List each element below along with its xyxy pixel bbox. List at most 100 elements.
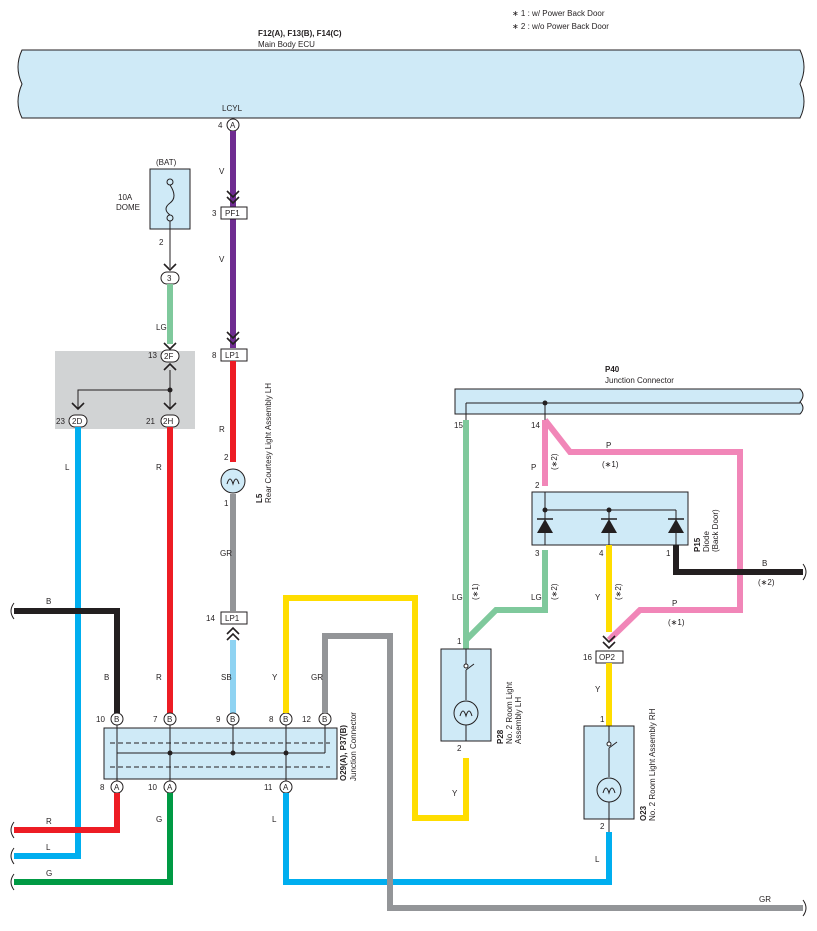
wire-y-p15-star: (∗2) [614, 583, 623, 600]
wire-lg-fuse-label: LG [156, 323, 167, 332]
ecu-box [17, 49, 805, 119]
wire-r-bottom [14, 793, 120, 833]
chevron-2d [71, 402, 85, 411]
j2d-pin: 23 [56, 417, 65, 426]
ecu-pin: 4 [218, 121, 223, 130]
jc-code: O29(A), P37(B) [339, 725, 348, 781]
jc-bot-pin-3-code: A [283, 783, 289, 792]
wire-gr-jc [322, 633, 803, 911]
wire-g-bottom [14, 793, 173, 885]
chevron-op2 [602, 635, 616, 650]
p28-pin2: 2 [457, 744, 462, 753]
ecu-connectors: F12(A), F13(B), F14(C) [258, 29, 342, 38]
wire-y-o23-label: Y [595, 685, 601, 694]
wire-lg-p15-label: LG [531, 593, 542, 602]
p28-lamp-icon [453, 700, 479, 726]
jc-bot-pin-2-code: A [167, 783, 173, 792]
p15-name2: (Back Door) [711, 509, 720, 552]
fuse-conn-code: 3 [167, 274, 172, 283]
o23-pin2: 2 [600, 822, 605, 831]
wire-g-bottom-label-2: G [46, 869, 52, 878]
wire-y-jc-p28 [283, 595, 469, 821]
o23-lamp-icon [596, 777, 622, 803]
l5-pin-bottom: 1 [224, 499, 229, 508]
wire-l-left-label: L [65, 463, 70, 472]
jc-name: Junction Connector [349, 712, 358, 781]
wire-b-p15-label: B [762, 559, 767, 568]
j2d-code: 2D [72, 417, 82, 426]
jc-dash-1 [110, 742, 330, 768]
p40-box [454, 388, 804, 415]
wire-gr-lp1-label: GR [220, 549, 232, 558]
p28-filament [459, 710, 473, 741]
chevron-pf1 [226, 190, 240, 205]
jc-top-pin-5-code: B [322, 715, 327, 724]
wire-l-o23-label: L [595, 855, 600, 864]
p28-pin1: 1 [457, 637, 462, 646]
wire-b-p15 [673, 545, 803, 575]
fuse-rating: 10A [118, 193, 133, 202]
ecu-pin-code: A [230, 121, 236, 130]
l5-filament [226, 478, 240, 486]
wire-y-p28-label: Y [452, 789, 458, 798]
wire-lg-p15-star: (∗2) [550, 583, 559, 600]
jc-top-pin-4-code: B [283, 715, 288, 724]
wire-end-b-right [802, 563, 807, 581]
lp1a-pin: 8 [212, 351, 217, 360]
wire-sb-label: SB [221, 673, 232, 682]
wire-y-p15-label: Y [595, 593, 601, 602]
wire-l-bottom-label: L [46, 843, 51, 852]
jc-top-pin-1-code: B [114, 715, 119, 724]
wire-lg-p28-label: LG [452, 593, 463, 602]
fuse-pin: 2 [159, 238, 164, 247]
wire-g-bottom-label: G [156, 815, 162, 824]
p28-switch [465, 649, 475, 700]
j2f-code: 2F [164, 352, 173, 361]
fuse-chevron [163, 263, 177, 272]
wire-v-label-1: V [219, 167, 225, 176]
pf1-box [220, 206, 248, 220]
pf1-code: PF1 [225, 209, 240, 218]
l5-code: L5 [255, 493, 264, 503]
wire-p-loop [542, 418, 743, 643]
wire-end-r [10, 821, 15, 839]
lp1b-box [220, 611, 248, 625]
chevron-lp1 [226, 331, 240, 346]
p15-name1: Diode [702, 531, 711, 552]
jc-top-pin-1-num: 10 [96, 715, 105, 724]
pf1-pin: 3 [212, 209, 217, 218]
jc-top-pin-5-num: 12 [302, 715, 311, 724]
wire-l-bottom-right [283, 793, 612, 885]
wire-p-loop-label: P [606, 441, 611, 450]
wire-r-2h-label: R [156, 463, 162, 472]
wire-r-2h-label-2: R [156, 673, 162, 682]
chevron-2f [163, 342, 177, 351]
o23-switch [608, 726, 618, 777]
l5-lamp-icon [220, 468, 246, 494]
fuse-source: (BAT) [156, 158, 177, 167]
lp1a-code: LP1 [225, 351, 240, 360]
lp1b-code: LP1 [225, 614, 240, 623]
wire-l-left [14, 427, 81, 859]
jc-bot-pin-3-num: 11 [264, 783, 273, 792]
wire-b-p15-star: (∗2) [758, 578, 775, 587]
l5-pin-top: 2 [224, 453, 229, 462]
fuse-box [149, 168, 191, 230]
jc-top-pin-4-num: 8 [269, 715, 274, 724]
wire-r-l5-label: R [219, 425, 225, 434]
wire-r-bottom-label: R [46, 817, 52, 826]
note-2: ∗ 2 : w/o Power Back Door [512, 22, 609, 31]
jc-top-pin-3-code: B [230, 715, 235, 724]
wire-gr-right-label: GR [759, 895, 771, 904]
wire-p-p15-label: P [531, 463, 536, 472]
p40-pin15: 15 [454, 421, 463, 430]
p28-name1: No. 2 Room Light [505, 681, 514, 744]
wire-p-loop-star-2: (∗1) [668, 618, 685, 627]
p40-name: Junction Connector [605, 376, 674, 385]
jc-top-leads [116, 725, 326, 753]
wire-end-b [10, 602, 15, 620]
jc-top-pin-2-code: B [167, 715, 172, 724]
j2h-pin: 21 [146, 417, 155, 426]
jc-top-pin-3-num: 9 [216, 715, 221, 724]
wire-l-jc-label: L [272, 815, 277, 824]
